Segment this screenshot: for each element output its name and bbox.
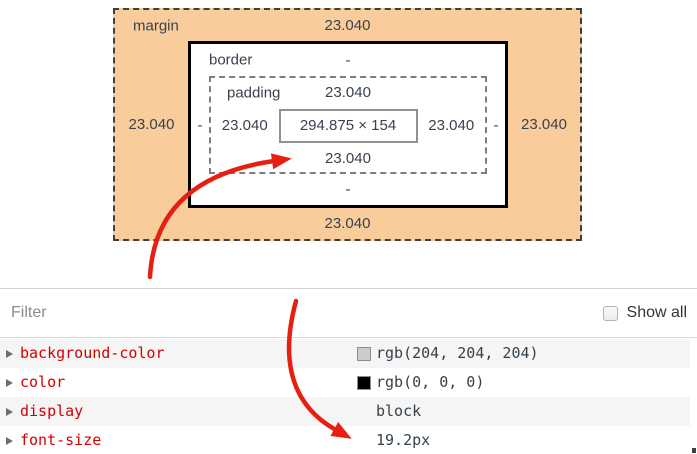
padding-top-value[interactable]: 23.040 — [325, 84, 371, 101]
margin-top-value[interactable]: 23.040 — [324, 17, 371, 34]
border-bottom-value[interactable]: - — [345, 181, 351, 198]
padding-box[interactable]: padding 23.040 23.040 294.875 × 154 23.0… — [209, 76, 487, 174]
padding-bottom-value[interactable]: 23.040 — [325, 149, 371, 167]
property-value: rgb(204, 204, 204) — [357, 339, 539, 368]
show-all-checkbox[interactable] — [602, 305, 618, 321]
margin-label: margin — [133, 17, 179, 34]
property-value: 19.2px — [357, 426, 430, 454]
expand-triangle-icon[interactable] — [6, 378, 13, 387]
show-all-group: Show all — [602, 289, 687, 337]
property-value: block — [357, 397, 421, 426]
property-name[interactable]: background-color — [20, 344, 165, 362]
property-value-text: block — [376, 402, 422, 420]
content-dimensions: 294.875 × 154 — [299, 117, 397, 134]
property-value-text: rgb(0, 0, 0) — [376, 373, 485, 391]
property-row-display[interactable]: display block — [0, 397, 690, 426]
expand-triangle-icon[interactable] — [6, 436, 13, 445]
show-all-label[interactable]: Show all — [626, 304, 687, 321]
border-box[interactable]: border - - padding 23.040 23.040 294.87 — [188, 41, 508, 208]
property-name[interactable]: color — [20, 373, 66, 391]
color-swatch[interactable] — [357, 346, 371, 361]
property-name[interactable]: font-size — [20, 431, 102, 449]
border-left-value[interactable]: - — [197, 116, 203, 134]
border-label: border — [209, 51, 253, 69]
computed-properties-list: background-color rgb(204, 204, 204) colo… — [0, 339, 697, 454]
padding-label: padding — [227, 84, 281, 101]
padding-left-value[interactable]: 23.040 — [221, 117, 268, 134]
property-value: rgb(0, 0, 0) — [357, 368, 484, 397]
margin-bottom-value[interactable]: 23.040 — [324, 215, 371, 232]
box-model-diagram: margin 23.040 23.040 border - - padding … — [113, 8, 582, 241]
property-value-text: rgb(204, 204, 204) — [376, 344, 539, 362]
expand-triangle-icon[interactable] — [6, 349, 13, 358]
margin-right-value[interactable]: 23.040 — [521, 116, 567, 133]
property-name[interactable]: display — [20, 402, 84, 420]
color-swatch[interactable] — [357, 375, 371, 390]
expand-triangle-icon[interactable] — [6, 407, 13, 416]
margin-left-value[interactable]: 23.040 — [128, 116, 175, 133]
filter-input[interactable] — [11, 304, 391, 322]
border-top-value[interactable]: - — [345, 51, 351, 69]
property-value-text: 19.2px — [376, 431, 431, 449]
padding-right-value[interactable]: 23.040 — [428, 117, 475, 134]
content-box[interactable]: 294.875 × 154 — [278, 108, 418, 143]
filter-bar: Show all — [0, 288, 697, 338]
property-row-color[interactable]: color rgb(0, 0, 0) — [0, 368, 690, 397]
property-row-font-size[interactable]: font-size 19.2px — [0, 426, 690, 454]
scrollbar-corner-fragment — [692, 448, 696, 453]
border-right-value[interactable]: - — [493, 116, 499, 134]
property-row-background-color[interactable]: background-color rgb(204, 204, 204) — [0, 339, 690, 368]
margin-box[interactable]: margin 23.040 23.040 border - - padding … — [113, 8, 582, 241]
